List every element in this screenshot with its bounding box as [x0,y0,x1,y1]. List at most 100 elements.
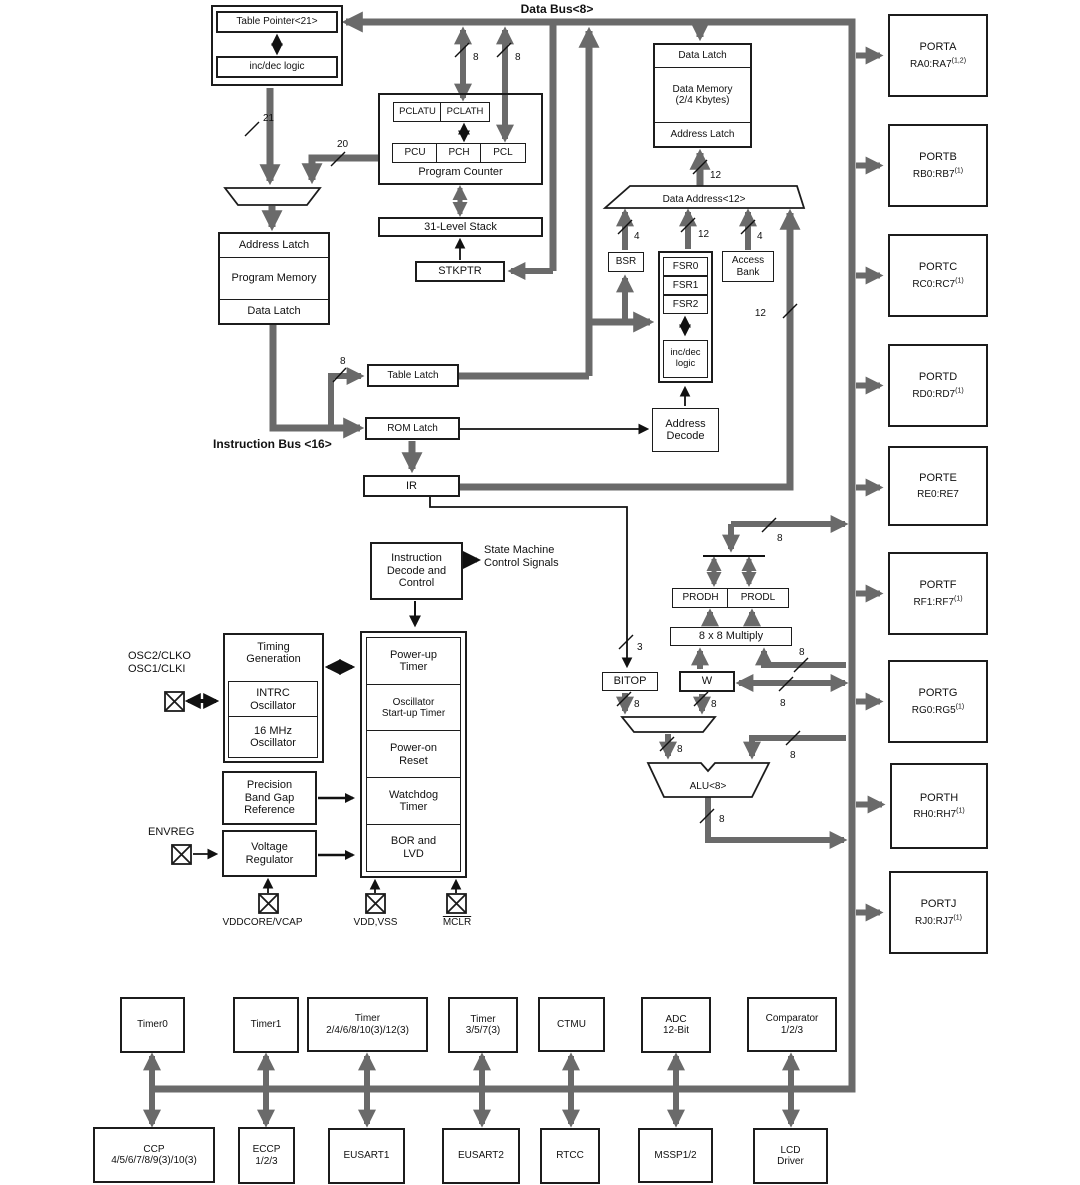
width-label: 21 [263,113,275,124]
pclath-box: PCLATH [440,102,490,122]
width-label: 4 [634,231,640,242]
port-range: RJ0:RJ7(1) [915,914,962,927]
width-label: 8 [711,699,717,710]
timer-even-box: Timer 2/4/6/8/10(3)/12(3) [307,997,428,1052]
fsr0-box: FSR0 [663,257,708,276]
ir-box: IR [363,475,460,497]
bandgap-box: Precision Band Gap Reference [222,771,317,825]
por-box: Power-on Reset [366,730,461,779]
program-memory-block: Address Latch Program Memory Data Latch [218,232,330,325]
eusart1-box: EUSART1 [328,1128,405,1184]
dm-address-latch: Address Latch [655,122,750,146]
width-label: 8 [719,814,725,825]
timer0-box: Timer0 [120,997,185,1053]
port-name: PORTH [919,791,959,804]
multiply-box: 8 x 8 Multiply [670,627,792,646]
width-label: 8 [799,647,805,658]
address-decode-box: Address Decode [652,408,719,452]
port-name: PORTC [918,261,958,274]
bus-to-alu [743,735,846,760]
osc-pin-label: OSC2/CLKO OSC1/CLKI [128,650,191,676]
port-range: RG0:RG5(1) [911,703,965,716]
portj-box: PORTJ RJ0:RJ7(1) [889,871,988,954]
comparator-box: Comparator 1/2/3 [747,997,837,1052]
bitop-box: BITOP [602,672,658,691]
port-name: PORTE [919,471,957,484]
lcd-driver-box: LCD Driver [753,1128,828,1184]
alu-label: ALU<8> [690,781,727,792]
alu-input-mux [620,716,717,733]
port-range: RF1:RF7(1) [913,595,963,608]
width-label: 20 [337,139,349,150]
bsr-box: BSR [608,252,644,272]
instruction-decode-box: Instruction Decode and Control [370,542,463,600]
rtcc-box: RTCC [540,1128,600,1184]
bus-to-multiply [755,647,846,668]
width-label: 12 [698,229,710,240]
table-latch-in-bus [328,367,365,430]
width-label: 8 [777,533,783,544]
reset-timers-block: Power-up Timer Oscillator Start-up Timer… [360,631,467,878]
portd-box: PORTD RD0:RD7(1) [888,344,988,427]
port-name: PORTJ [920,898,957,911]
port-name: PORTF [919,579,957,592]
mhz16-oscillator-box: 16 MHz Oscillator [228,716,318,758]
width-label: 8 [340,356,346,367]
port-name: PORTA [919,41,957,54]
data-bus-label: Data Bus<8> [520,2,594,16]
voltage-regulator-box: Voltage Regulator [222,830,317,877]
width-label: 8 [515,52,521,63]
intrc-oscillator-box: INTRC Oscillator [228,681,318,718]
table-pointer-box: Table Pointer<21> [216,11,338,33]
w-register-box: W [679,671,735,692]
program-memory-box: Program Memory [220,258,328,299]
pm-address-latch: Address Latch [220,234,328,258]
ccp-box: CCP 4/5/6/7/8/9(3)/10(3) [93,1127,215,1183]
port-range: RD0:RD7(1) [912,387,964,400]
pm-data-latch: Data Latch [220,299,328,323]
port-name: PORTB [919,151,957,164]
port-range: RH0:RH7(1) [913,807,965,821]
dm-data-latch: Data Latch [655,45,750,68]
portf-box: PORTF RF1:RF7(1) [888,552,988,635]
pcl-box: PCL [480,143,526,163]
stkptr-box: STKPTR [415,261,505,282]
stack-box: 31-Level Stack [378,217,543,237]
width-label: 12 [710,170,722,181]
access-bank-box: Access Bank [722,251,774,282]
data-address-label: Data Address<12> [663,194,746,205]
porte-box: PORTE RE0:RE7 [888,446,988,526]
port-range: RA0:RA7(1,2) [909,57,967,70]
powerup-timer-box: Power-up Timer [366,637,461,686]
timer1-box: Timer1 [233,997,299,1053]
ctmu-box: CTMU [538,997,605,1052]
portb-box: PORTB RB0:RB7(1) [888,124,988,207]
pch-box: PCH [436,143,482,163]
data-address-mux [602,185,806,209]
bor-lvd-box: BOR and LVD [366,823,461,872]
prodh-box: PRODH [672,588,729,608]
vdd-pin-icon [365,893,386,914]
table-latch-box: Table Latch [367,364,459,387]
portg-box: PORTG RG0:RG5(1) [888,660,988,743]
incdec-logic-box: inc/dec logic [216,56,338,78]
instruction-bus-label: Instruction Bus <16> [213,437,332,451]
mclr-pin-icon [446,893,467,914]
vddcore-pin-label: VDDCORE/VCAP [222,917,303,928]
width-label: 8 [780,698,786,709]
prodl-box: PRODL [727,588,789,608]
watchdog-box: Watchdog Timer [366,776,461,826]
alu-shape [646,762,771,798]
width-label: 8 [473,52,479,63]
data-memory-block: Data Latch Data Memory (2/4 Kbytes) Addr… [653,43,752,148]
timing-generation-block: Timing Generation [223,633,324,763]
width-label: 4 [757,231,763,242]
ir-addr-bus [460,208,801,491]
gray-bus-group [143,11,886,1128]
fsr-block [658,251,713,383]
program-address-mux [223,187,322,206]
table-pointer-block [211,5,343,86]
porth-box: PORTH RH0:RH7(1) [890,763,988,849]
osc-pin-icon [164,691,185,712]
